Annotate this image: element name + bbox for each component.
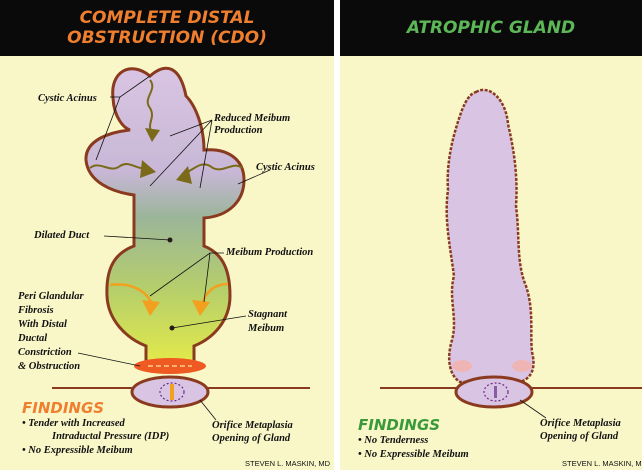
cdo-leader-orifice <box>200 400 216 420</box>
label-opening-of-gland: Opening of Gland <box>212 433 290 445</box>
cdo-constriction <box>134 358 206 374</box>
atrophic-leader-orifice <box>520 400 546 418</box>
label-stagnant-meibum: Stagnant Meibum <box>248 308 287 336</box>
label-dilated-duct: Dilated Duct <box>34 230 89 242</box>
cdo-orifice-plug <box>170 384 174 400</box>
atrophic-pink-left <box>452 360 472 372</box>
atrophic-finding-2: • No Expressible Meibum <box>358 448 469 461</box>
label-cystic-acinus-right: Cystic Acinus <box>256 162 315 174</box>
atrophic-gland-diagram <box>340 0 642 470</box>
label-meibum-production: Meibum Production <box>226 247 313 259</box>
cdo-leader-peri <box>78 353 140 366</box>
atrophic-findings-title: FINDINGS <box>358 416 440 434</box>
atrophic-panel: ATROPHIC GLAND Orifice Metaplasia Openin… <box>340 0 642 470</box>
label-reduced-meibum: Reduced Meibum Production <box>214 113 290 137</box>
cdo-finding-2: Intraductal Pressure (IDP) <box>52 430 169 443</box>
atrophic-pink-right <box>512 360 532 372</box>
label-peri-glandular: Peri Glandular Fibrosis With Distal Duct… <box>18 290 84 374</box>
cdo-finding-3: • No Expressible Meibum <box>22 444 133 457</box>
atrophic-gland-body <box>447 90 534 382</box>
cdo-findings-title: FINDINGS <box>22 399 104 417</box>
atrophic-orifice-plug <box>494 386 497 398</box>
atrophic-label-orifice-metaplasia: Orifice Metaplasia <box>540 418 621 430</box>
atrophic-credit: STEVEN L. MASKIN, M <box>562 459 642 468</box>
atrophic-label-opening-of-gland: Opening of Gland <box>540 431 618 443</box>
atrophic-finding-1: • No Tenderness <box>358 434 428 447</box>
label-orifice-metaplasia: Orifice Metaplasia <box>212 420 293 432</box>
cdo-credit: STEVEN L. MASKIN, MD <box>245 459 330 468</box>
cdo-panel: COMPLETE DISTAL OBSTRUCTION (CDO) <box>0 0 334 470</box>
label-cystic-acinus-top: Cystic Acinus <box>38 93 97 105</box>
cdo-finding-1: • Tender with Increased <box>22 417 125 430</box>
